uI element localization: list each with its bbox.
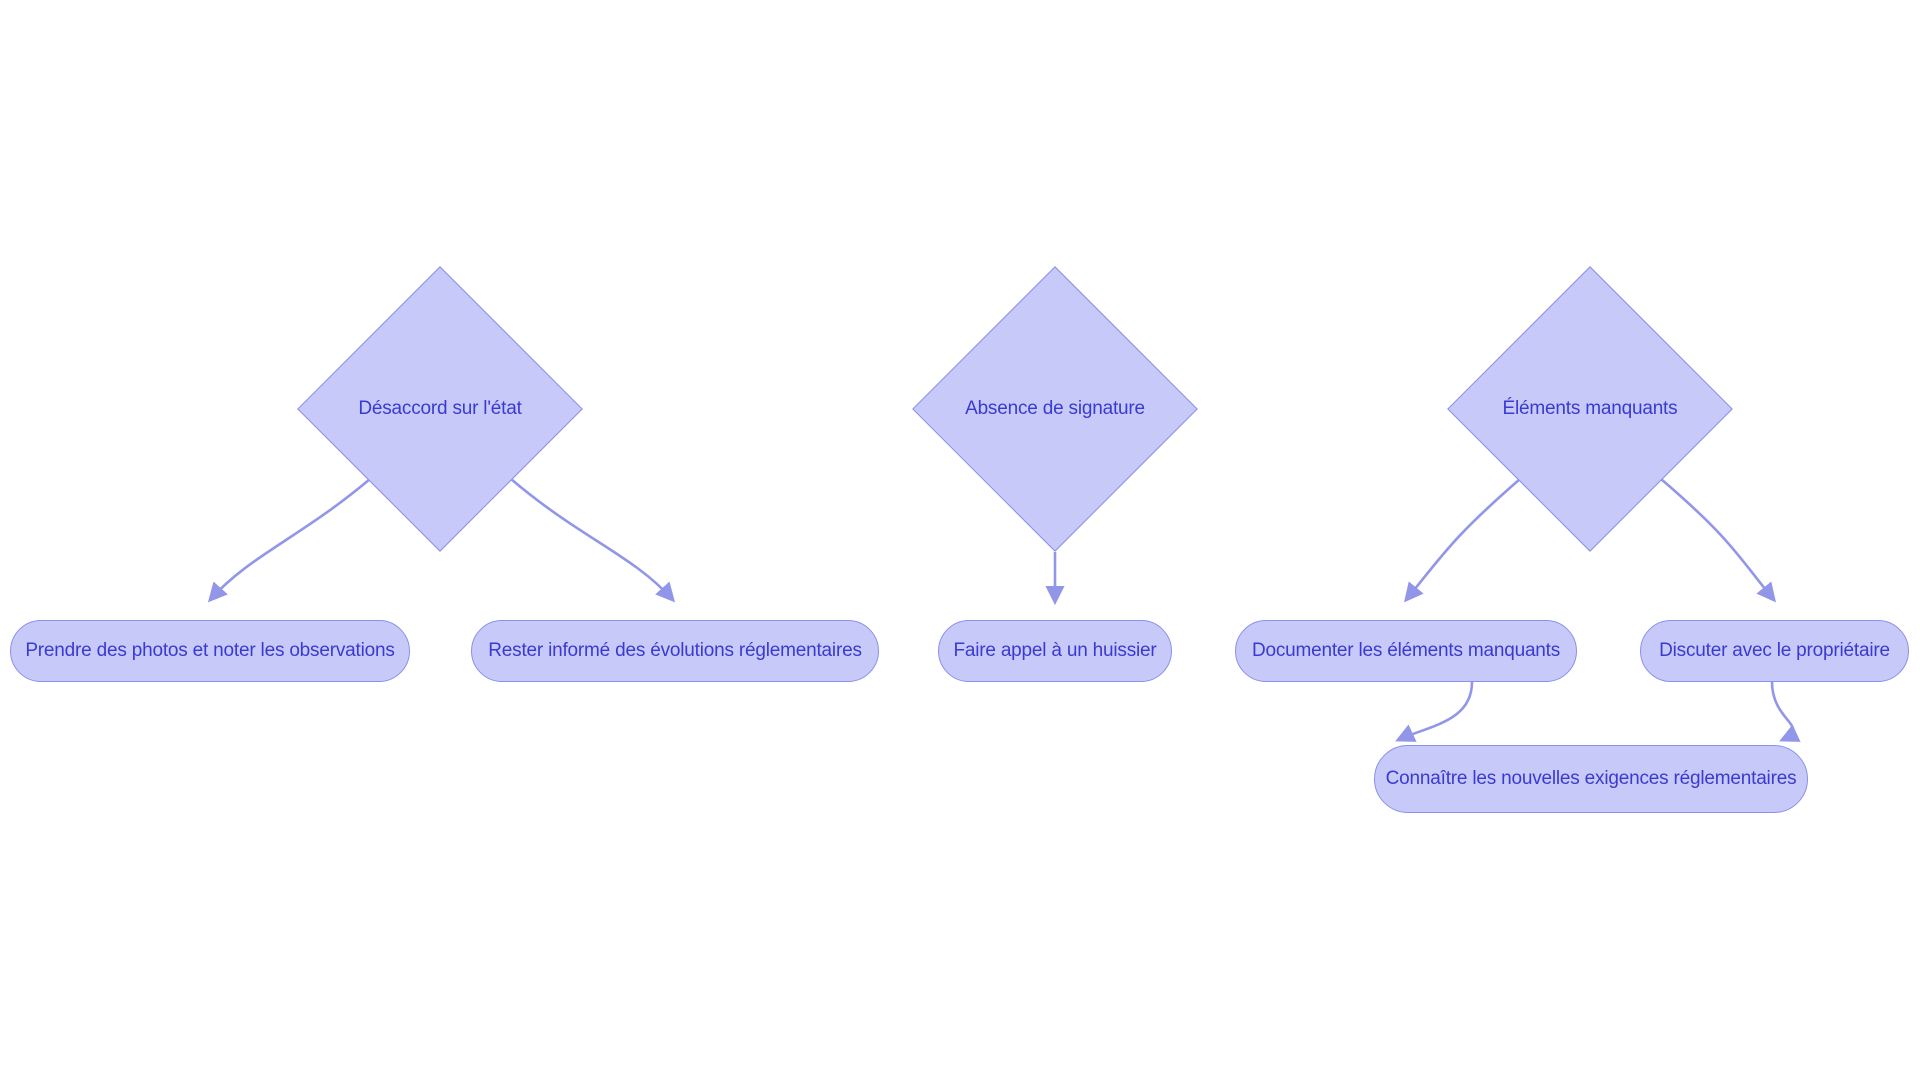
node-prendre-des-photos[interactable]: Prendre des photos et noter les observat… [10, 620, 410, 682]
node-label: Documenter les éléments manquants [1251, 640, 1561, 662]
diamond-shape [1447, 266, 1733, 552]
node-absence-de-signature[interactable]: Absence de signature [912, 266, 1198, 552]
edge-p5-p6 [1770, 681, 1801, 742]
node-elements-manquants[interactable]: Éléments manquants [1447, 266, 1733, 552]
edge-p4-p6 [1395, 681, 1474, 742]
node-label: Connaître les nouvelles exigences réglem… [1385, 768, 1797, 790]
node-label: Faire appel à un huissier [953, 640, 1157, 662]
node-documenter-elements-manquants[interactable]: Documenter les éléments manquants [1235, 620, 1577, 682]
node-desaccord-sur-letat[interactable]: Désaccord sur l'état [297, 266, 583, 552]
node-label: Rester informé des évolutions réglementa… [488, 640, 862, 662]
node-label: Discuter avec le propriétaire [1659, 640, 1890, 662]
diamond-shape [912, 266, 1198, 552]
node-label: Prendre des photos et noter les observat… [25, 640, 395, 662]
node-connaitre-nouvelles-exigences[interactable]: Connaître les nouvelles exigences réglem… [1374, 745, 1808, 813]
diamond-shape [297, 266, 583, 552]
node-faire-appel-huissier[interactable]: Faire appel à un huissier [938, 620, 1172, 682]
node-rester-informe[interactable]: Rester informé des évolutions réglementa… [471, 620, 879, 682]
node-discuter-avec-proprietaire[interactable]: Discuter avec le propriétaire [1640, 620, 1909, 682]
